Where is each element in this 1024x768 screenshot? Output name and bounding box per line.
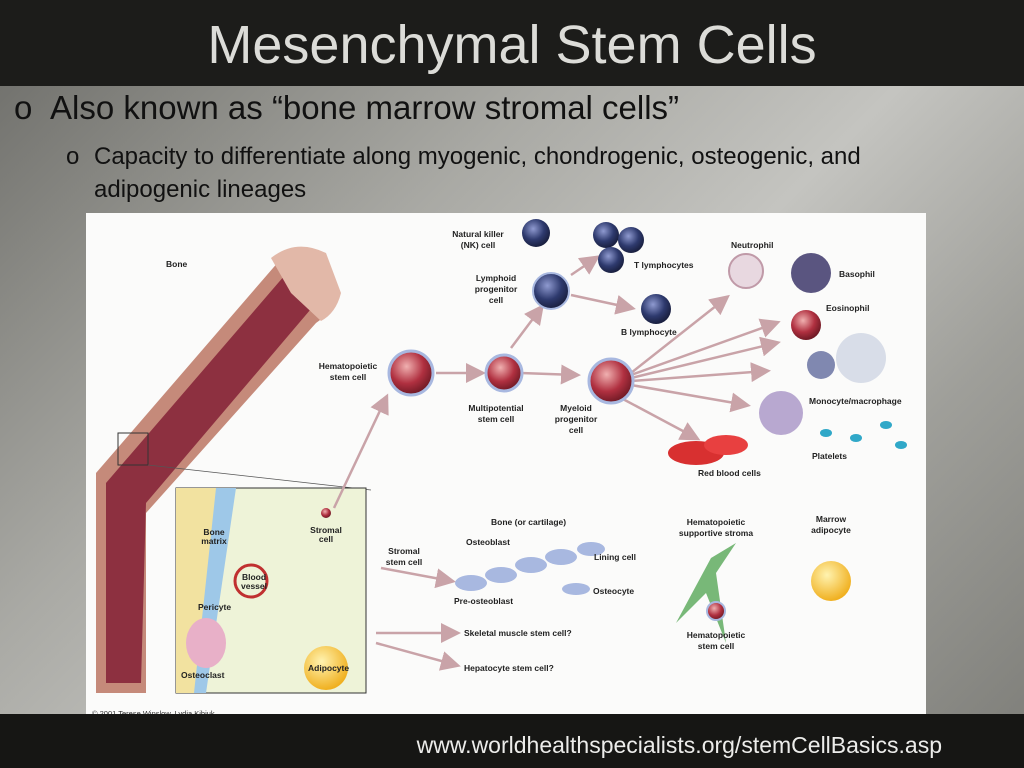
label-supportive-stroma-2: supportive stroma [679,528,753,538]
label-pre-osteoblast: Pre-osteoblast [454,596,513,606]
label-supportive-stroma-1: Hematopoietic [687,517,746,527]
label-eosinophil: Eosinophil [826,303,869,313]
bullet-marker: o [66,143,80,170]
label-osteoblast: Osteoblast [466,537,510,547]
label-hsc-1: Hematopoietic [319,361,378,371]
stem-cell-diagram: Bone Natural killer (NK) cell T lymphocy… [86,213,926,720]
label-blood-vessel-2: vessel [241,581,267,591]
label-multipotential-2: stem cell [478,414,514,424]
label-myeloid-1: Myeloid [560,403,592,413]
title-bar [0,0,1024,86]
label-pericyte: Pericyte [198,602,231,612]
bullet-marker: o [14,89,33,126]
label-lymphoid-3: cell [489,295,503,305]
label-stromal-stem-1: Stromal [388,546,420,556]
label-stromal-cell-2: cell [319,534,333,544]
slide-title: Mesenchymal Stem Cells [207,15,817,75]
bullet-level-1: o Also known as “bone marrow stromal cell… [14,88,1004,128]
label-myeloid-3: cell [569,425,583,435]
label-monocyte: Monocyte/macrophage [809,396,902,406]
label-red-blood-cells: Red blood cells [698,468,761,478]
label-platelets: Platelets [812,451,847,461]
label-skeletal-muscle: Skeletal muscle stem cell? [464,628,572,638]
marrow-inset [175,487,367,694]
label-osteoclast: Osteoclast [181,670,225,680]
lineage-arrows [332,255,781,671]
hematopoietic-cells [387,219,907,465]
copyright-notice: © 2001 Terese Winslow, Lydia Kibiuk [92,709,215,718]
label-lining-cell: Lining cell [594,552,636,562]
label-marrow-adipocyte-1: Marrow [816,514,847,524]
label-basophil: Basophil [839,269,875,279]
label-lymphoid-2: progenitor [475,284,518,294]
label-t-lymphocytes: T lymphocytes [634,260,694,270]
source-url[interactable]: www.worldhealthspecialists.org/stemCellB… [416,732,942,758]
diagram-svg: Bone Natural killer (NK) cell T lymphocy… [92,219,907,718]
diagram-labels: Bone Natural killer (NK) cell T lymphocy… [92,229,902,718]
label-lymphoid-1: Lymphoid [476,273,516,283]
label-bone-or-cartilage: Bone (or cartilage) [491,517,566,527]
label-stromal-cell-1: Stromal [310,525,342,535]
label-osteocyte: Osteocyte [593,586,634,596]
label-myeloid-2: progenitor [555,414,598,424]
label-adipocyte: Adipocyte [308,663,349,673]
bullet-1-text: Also known as “bone marrow stromal cells… [50,89,680,126]
label-marrow-adipocyte-2: adipocyte [811,525,851,535]
label-b-lymphocyte: B lymphocyte [621,327,677,337]
label-hsc-2: stem cell [330,372,366,382]
label-nk-1: Natural killer [452,229,504,239]
label-hepatocyte: Hepatocyte stem cell? [464,663,554,673]
label-neutrophil: Neutrophil [731,240,774,250]
label-nk-2: (NK) cell [461,240,495,250]
label-stromal-stem-2: stem cell [386,557,422,567]
label-hsc2-2: stem cell [698,641,734,651]
label-hsc2-1: Hematopoietic [687,630,746,640]
bullet-2-text: Capacity to differentiate along myogenic… [94,143,861,203]
label-bone-matrix-2: matrix [201,536,227,546]
footer-bar [0,714,1024,768]
stromal-lineage-cells [455,542,851,643]
label-multipotential-1: Multipotential [468,403,523,413]
bone-illustration [96,246,372,693]
label-bone: Bone [166,259,188,269]
label-bone-matrix-1: Bone [203,527,225,537]
label-blood-vessel-1: Blood [242,572,266,582]
